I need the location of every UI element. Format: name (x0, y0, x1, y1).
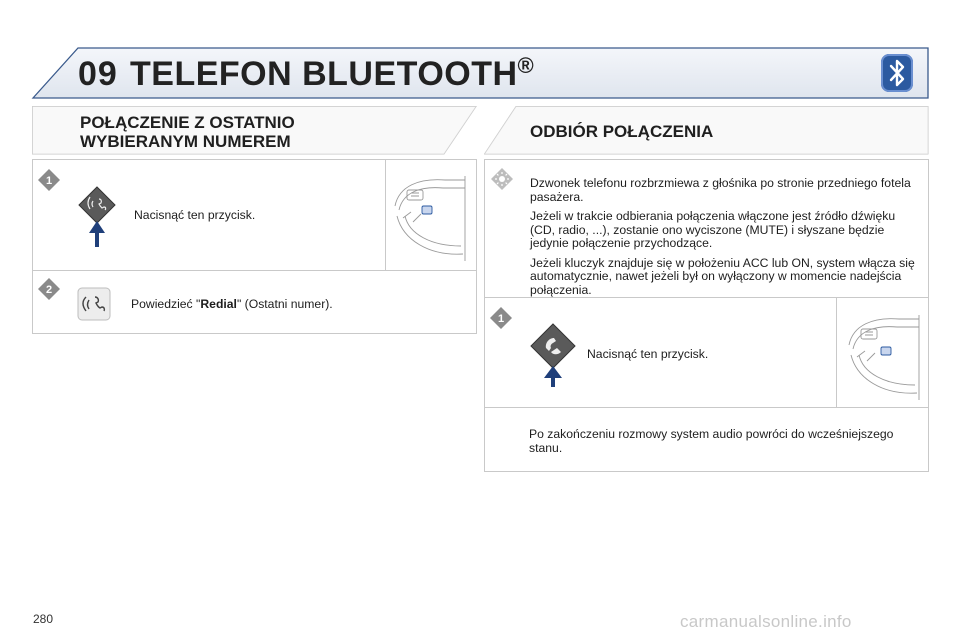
closing-text: Po zakończeniu rozmowy system audio powr… (529, 427, 894, 455)
left-step-divider (33, 270, 476, 271)
right-step-divider (485, 407, 928, 408)
left-step1-text: Nacisnąć ten przycisk. (134, 208, 256, 222)
bluetooth-icon (881, 54, 913, 92)
phone-handset-icon (530, 323, 576, 387)
svg-text:1: 1 (46, 175, 52, 187)
info-paragraph: Dzwonek telefonu rozbrzmiewa z głośnika … (530, 176, 911, 204)
svg-text:2: 2 (46, 284, 52, 296)
left-step2-text: Powiedzieć "Redial" (Ostatni numer). (131, 297, 333, 311)
voice-button-icon (78, 186, 116, 247)
right-heading-band (484, 106, 929, 155)
chapter-title: TELEFON BLUETOOTH® (130, 53, 535, 93)
left-section-heading: POŁĄCZENIE Z OSTATNIO WYBIERANYM NUMEREM (80, 113, 295, 151)
chapter-number: 09 (78, 55, 118, 93)
right-step1-text: Nacisnąć ten przycisk. (587, 347, 709, 361)
info-paragraph: Jeżeli kluczyk znajduje się w położeniu … (530, 255, 915, 297)
steering-wheel-illustration-2 (848, 315, 920, 400)
watermark: carmanualsonline.info (680, 612, 852, 631)
voice-command-icon (77, 287, 111, 321)
right-info-text: Dzwonek telefonu rozbrzmiewa z głośnika … (530, 176, 920, 303)
sun-info-icon (491, 168, 513, 190)
right-step-1-badge: 1 (490, 307, 512, 329)
step-1-badge: 1 (38, 169, 60, 191)
left-heading-band (32, 106, 477, 155)
page-number: 280 (33, 612, 54, 626)
right-section-heading: ODBIÓR POŁĄCZENIA (530, 122, 714, 141)
left-image-divider (385, 160, 386, 270)
svg-text:1: 1 (498, 313, 504, 325)
redial-keyword: Redial (200, 297, 237, 311)
step-2-badge: 2 (38, 278, 60, 300)
right-image-divider (836, 298, 837, 408)
registered-mark: ® (517, 53, 535, 78)
right-info-divider (485, 297, 928, 298)
header-band (31, 47, 929, 99)
right-info-panel (484, 159, 929, 472)
info-paragraph: Jeżeli w trakcie odbierania połączenia w… (530, 209, 896, 250)
steering-wheel-illustration (394, 176, 466, 261)
